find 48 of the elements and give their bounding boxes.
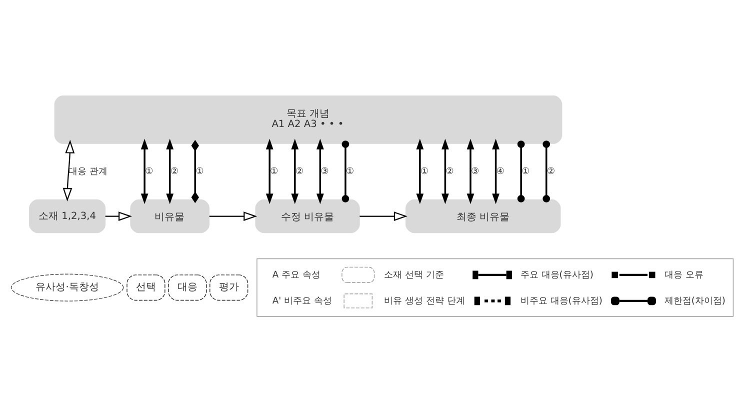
- node-box: 선택: [126, 274, 166, 301]
- arrow: [316, 138, 324, 204]
- connector: [342, 140, 350, 202]
- edge-label: ②: [170, 167, 179, 178]
- edge-label: ①: [270, 167, 278, 178]
- arrow: [140, 138, 148, 204]
- node-box: 소재 1,2,3,4: [29, 199, 106, 234]
- legend-label: 제한점(차이점): [664, 296, 726, 306]
- legend-label: 주요 대응(유사점): [520, 270, 594, 280]
- edge-label: ②: [295, 167, 304, 178]
- node-box: 대응: [168, 274, 207, 301]
- node-box: 수정 비유물: [255, 199, 360, 234]
- legend-label: 소재 선택 기준: [384, 270, 444, 280]
- edge-label: ②: [546, 167, 556, 178]
- edge-label: ④: [496, 167, 504, 178]
- legend-label: A' 비주요 속성: [272, 296, 332, 306]
- edge-label: 대응 관계: [68, 167, 108, 178]
- edge-label: ①: [420, 167, 429, 178]
- legend-label: 비주요 대응(유사점): [520, 296, 602, 306]
- connector: [542, 140, 550, 202]
- arrow: [492, 138, 500, 204]
- arrow: [291, 138, 299, 204]
- legend-label: 비유 생성 전략 단계: [384, 296, 465, 306]
- arrow: [105, 212, 132, 221]
- node-box: 최종 비유물: [406, 199, 561, 234]
- edge-label: ①: [145, 167, 154, 178]
- node-box: 목표 개념 A1 A2 A3 • • •: [54, 95, 562, 144]
- edge-label: ①: [522, 167, 530, 178]
- arrow: [466, 138, 474, 204]
- legend-label: A 주요 속성: [272, 270, 320, 280]
- node-box: 평가: [210, 274, 248, 301]
- connector: [517, 140, 525, 202]
- edge-label: ③: [320, 167, 329, 178]
- edge-label: ③: [470, 167, 480, 178]
- arrow: [360, 212, 408, 221]
- arrow: [442, 138, 449, 204]
- edge-label: ①: [346, 167, 354, 178]
- arrow: [166, 138, 174, 204]
- arrow: [62, 140, 75, 202]
- legend-label: 대응 오류: [664, 270, 704, 280]
- connector: [191, 140, 199, 204]
- arrow: [209, 212, 258, 221]
- edge-label: ①: [196, 167, 204, 178]
- arrow: [416, 138, 424, 204]
- node-ellipse: 유사성·독창성: [10, 274, 124, 302]
- node-box: 비유물: [130, 199, 210, 234]
- arrow: [266, 138, 274, 204]
- edge-label: ②: [446, 167, 454, 178]
